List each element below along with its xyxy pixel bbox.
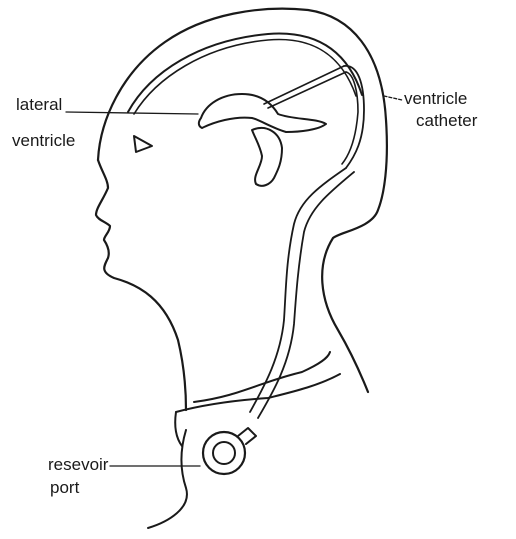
leader-lateral-ventricle [66, 112, 198, 114]
leader-ventricle-catheter [384, 96, 402, 100]
face-profile [96, 160, 186, 410]
clavicle-end [175, 412, 182, 446]
label-ventricle-catheter-line1: ventricle [404, 89, 467, 108]
label-reservoir-port-line2: port [50, 478, 80, 497]
eye [134, 136, 152, 152]
label-reservoir-port-line1: resevoir [48, 455, 109, 474]
shunt-tube-left [250, 168, 346, 412]
clavicle-lower [176, 374, 340, 412]
skull-outer-line [128, 34, 362, 112]
lateral-ventricle-shape [199, 94, 326, 132]
catheter-tip-2 [268, 72, 346, 108]
temporal-horn [252, 128, 282, 186]
catheter-tip [264, 66, 344, 104]
reservoir-port-outer [203, 432, 245, 474]
reservoir-port-inner [213, 442, 235, 464]
label-ventricle-catheter-line2: catheter [416, 111, 478, 130]
label-lateral-ventricle-line2: ventricle [12, 131, 75, 150]
label-lateral-ventricle-line1: lateral [16, 95, 62, 114]
clavicle-upper [194, 352, 330, 402]
